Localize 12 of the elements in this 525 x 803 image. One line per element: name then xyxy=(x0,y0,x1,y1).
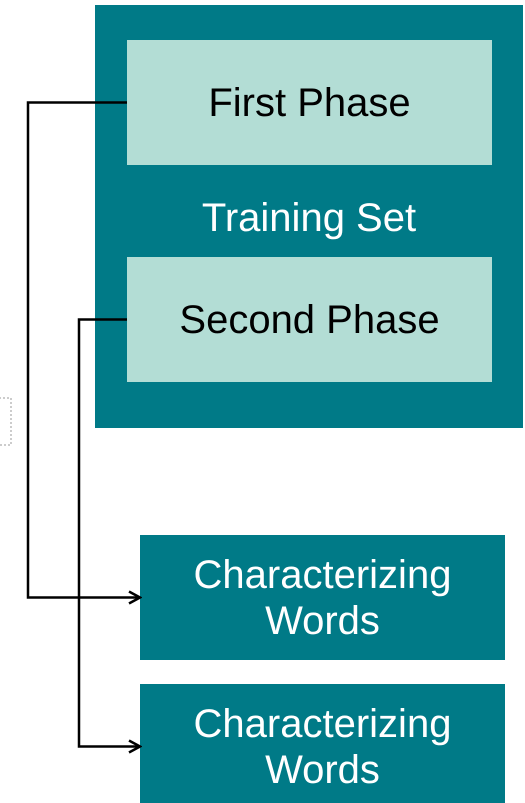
box-label: Second Phase xyxy=(179,296,440,342)
box-label: Characterizing Words xyxy=(192,700,452,792)
outer-panel xyxy=(95,5,523,428)
connector-arrow xyxy=(78,318,142,754)
panel-title: Training Set xyxy=(200,195,418,241)
box-label: First Phase xyxy=(208,80,411,126)
phase-box xyxy=(127,40,492,165)
output-box xyxy=(140,684,505,803)
output-box xyxy=(140,535,505,660)
box-label: Characterizing Words xyxy=(192,552,452,644)
connector-arrow xyxy=(26,101,142,605)
phase-box xyxy=(127,257,492,382)
